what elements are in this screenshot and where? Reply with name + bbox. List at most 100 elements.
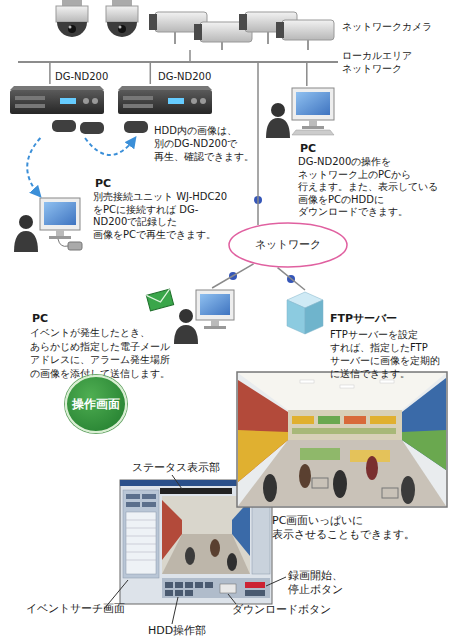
lan-band: ローカルエリア ネットワーク: [18, 61, 338, 63]
dome-camera: [69, 26, 72, 29]
screen-shot: [126, 512, 156, 574]
dome-camera: [106, 0, 138, 37]
recorder-symbol: [10, 90, 104, 114]
store-photo: [300, 380, 314, 383]
box-camera: [149, 14, 157, 30]
screen-shot: [126, 502, 140, 507]
network-ellipse: ネットワーク: [228, 222, 348, 268]
camera-label: ネットワークカメラ: [342, 20, 432, 33]
hdd-note: HDD内の画像は、 別のDG-ND200で 再生、確認できます。: [154, 124, 262, 163]
screen-shot: [142, 494, 156, 499]
dome-camera: [56, 6, 88, 22]
network-line: [306, 63, 308, 86]
screen-shot: [160, 488, 232, 494]
dome-camera: [106, 6, 138, 22]
screen-shot: [123, 490, 159, 578]
recorder-symbol: [168, 98, 184, 104]
network-line: [212, 264, 253, 288]
pc-symbol: [40, 198, 80, 230]
recorder-symbol: [191, 98, 197, 104]
screen-shot: [165, 590, 173, 596]
pc-symbol: [49, 236, 71, 239]
recorder-symbol: [10, 86, 104, 90]
ftp-server-cube: [305, 300, 323, 334]
pc-symbol: [58, 239, 68, 246]
pc-node: PCDG-ND200の操作を ネットワーク上のPCから 行えます。また、表示して…: [262, 86, 342, 138]
recorder-symbol: [15, 96, 45, 100]
pc-symbol: [174, 290, 234, 344]
screen-badge: 操作画面: [65, 375, 127, 433]
box-camera: [276, 22, 284, 38]
screen-shot: [175, 590, 183, 596]
leader-line: [172, 597, 178, 624]
recorder-symbol: [52, 120, 76, 132]
box-camera: [239, 14, 247, 30]
recorder-symbol: [118, 90, 212, 114]
box-camera: [221, 42, 223, 50]
screen-shot: [126, 560, 156, 561]
ftp-description: FTPサーバーを設定 すれば、指定したFTP サーバーに画像を定期的 に送信でき…: [330, 328, 446, 380]
recorder: DG-ND200: [10, 84, 105, 138]
screen-shot: [126, 536, 156, 537]
store-photo: [292, 428, 396, 434]
box-camera: [149, 12, 207, 44]
store-photo: [344, 416, 366, 424]
network-line: [150, 63, 152, 84]
lan-label: ローカルエリア ネットワーク: [342, 49, 426, 75]
pc-node: PC別売接続ユニット WJ-HDC20 をPCに接続すれば DG-ND200で記…: [12, 196, 92, 252]
store-photo: [380, 380, 394, 383]
store-photo: [370, 416, 396, 424]
store-photo: [237, 372, 447, 507]
leader-line: [266, 577, 286, 586]
recorder-symbol: [15, 104, 45, 108]
dashed-arrow: [85, 138, 135, 155]
pc-node: PCイベントが発生したとき、 あらかじめ指定した電子メール アドレスに、アラーム…: [175, 288, 245, 344]
pc-description: DG-ND200の操作を ネットワーク上のPCから 行えます。また、表示している…: [298, 156, 448, 219]
ftp-heading: FTPサーバー: [330, 312, 397, 326]
pc-symbol: [271, 103, 285, 117]
screen-shot: [185, 547, 195, 565]
callout-label: 録画開始、 停止ボタン: [288, 569, 358, 597]
store-photo: [382, 488, 398, 498]
screen-shot: [126, 494, 140, 499]
screen-shot: [245, 582, 265, 588]
pc-symbol: [174, 325, 198, 344]
store-photo: [288, 410, 402, 440]
leader-line: [104, 475, 286, 624]
pc-symbol: [204, 326, 226, 329]
pc-symbol: [14, 231, 38, 252]
pc-symbol: [14, 198, 82, 252]
screen-shot: [126, 552, 156, 553]
pc-symbol: [44, 202, 76, 225]
callout-label: HDD操作部: [148, 624, 206, 638]
pc-heading: PC: [300, 142, 316, 156]
callout-label: イベントサーチ画面: [26, 602, 125, 616]
screen-shot: [126, 544, 156, 545]
dome-camera: [62, 0, 82, 6]
ftp-server-cube: [287, 292, 323, 334]
dome-camera: [118, 25, 126, 33]
pc-symbol: [179, 309, 193, 323]
store-photo: [300, 448, 340, 460]
pc-symbol: [302, 126, 324, 129]
dome-camera: [119, 26, 122, 29]
screen-shot: [165, 582, 173, 588]
store-photo: [238, 380, 288, 482]
screen-shot: [232, 500, 250, 556]
camera-group: ネットワークカメラ: [45, 2, 335, 50]
dashed-arrow: [27, 138, 40, 196]
leader-line: [228, 594, 236, 604]
pc-symbol: [292, 88, 334, 120]
recorder-symbol: [92, 98, 98, 104]
store-photo: [312, 478, 328, 488]
pc-symbol: [196, 290, 234, 320]
screen-shot: [220, 584, 236, 593]
dome-camera: [112, 0, 132, 6]
pc-symbol: [200, 294, 230, 315]
screen-shot: [162, 578, 270, 598]
pc-symbol: [68, 242, 82, 250]
screen-shot: [142, 502, 156, 507]
